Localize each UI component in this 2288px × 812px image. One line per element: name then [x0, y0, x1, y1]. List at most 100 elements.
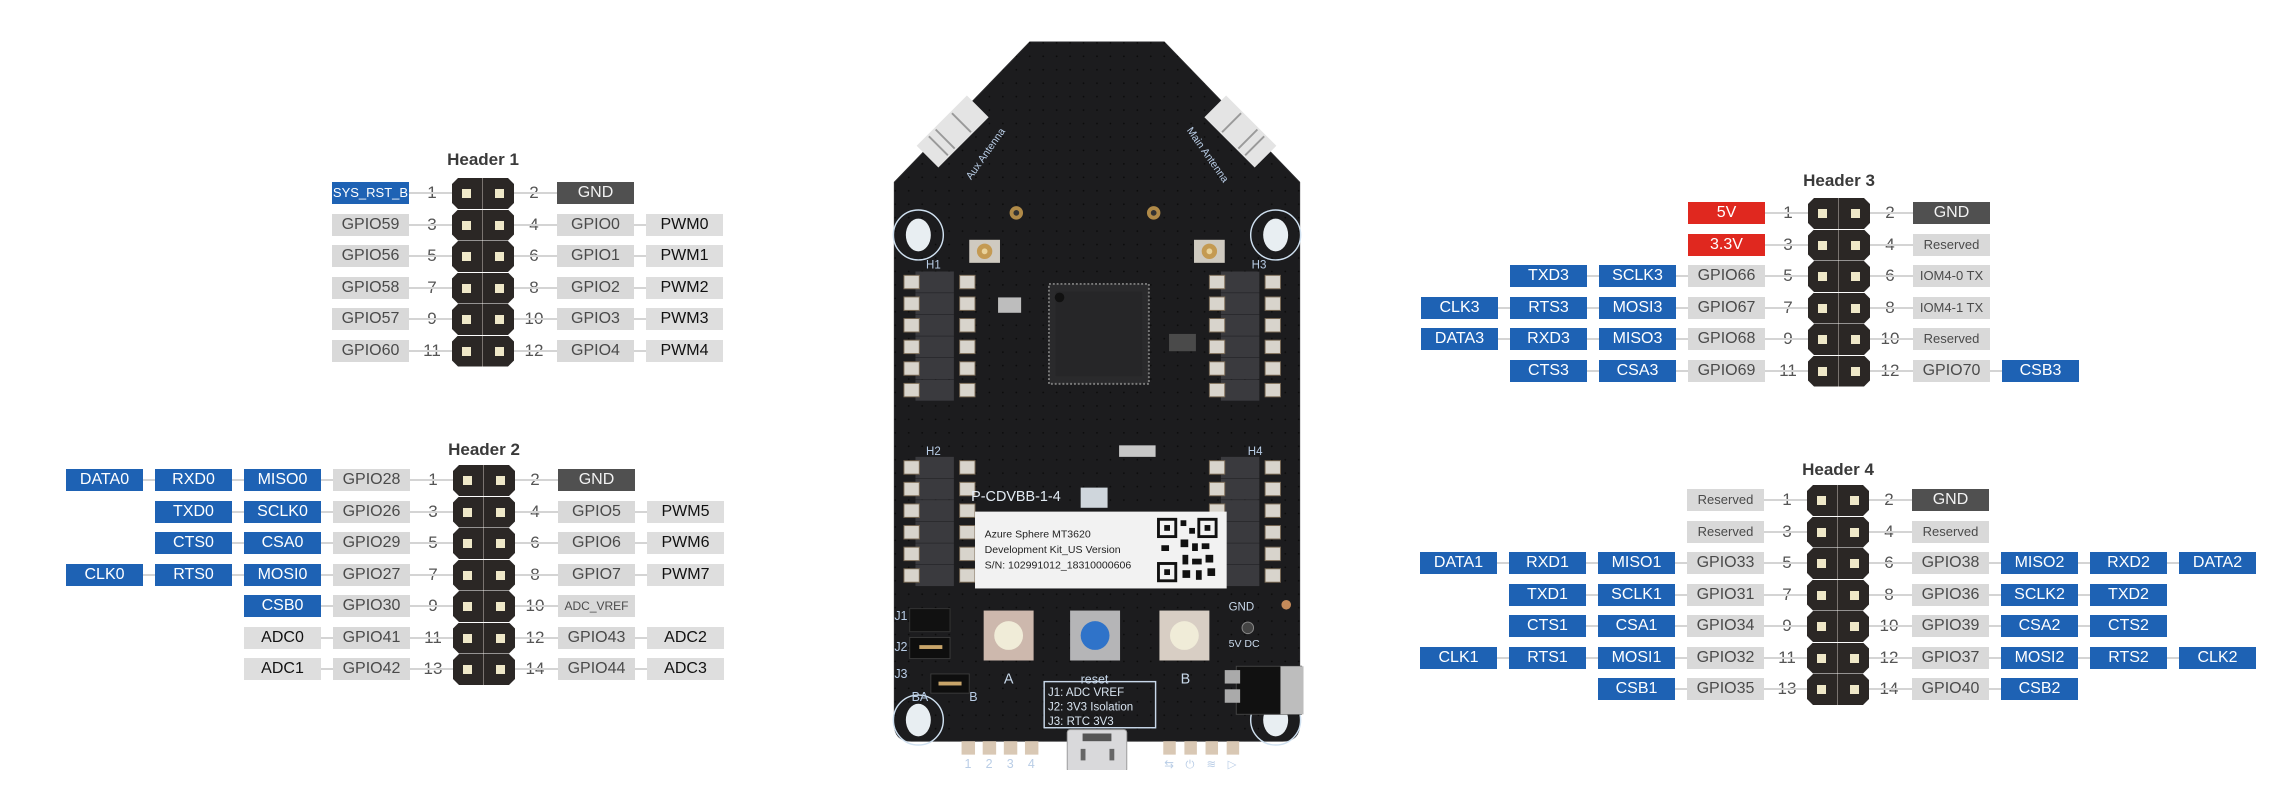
leader-line [1989, 625, 2001, 627]
leader-line [321, 542, 333, 544]
header-pin-pair [1808, 324, 1870, 355]
leader-line [1764, 275, 1808, 277]
pin-function-label: GPIO68 [1688, 328, 1765, 350]
pin-function-label: GPIO60 [332, 339, 409, 362]
board-header-pin [903, 546, 920, 562]
pin-pad [1851, 209, 1860, 218]
pin-function-label: Reserved [1687, 489, 1764, 511]
board-header-pin [959, 318, 976, 333]
leader-line [1498, 338, 1510, 340]
ufl-connector [1194, 239, 1225, 263]
board-header-housing [1220, 357, 1260, 380]
pin-function-label: TXD2 [2090, 583, 2167, 606]
leader-line [1586, 656, 1598, 659]
gnd-test-point [1241, 621, 1255, 635]
pin-function-label: MISO2 [2001, 552, 2078, 574]
header-pin-pair [1808, 292, 1870, 324]
leader-line [1763, 656, 1807, 659]
board-header-pin [959, 568, 976, 583]
leader-line [1763, 562, 1807, 564]
leader-line [409, 479, 453, 481]
pin-function-label: Reserved [1913, 233, 1990, 256]
pin-pad [495, 252, 504, 261]
board-header-housing [915, 314, 954, 336]
pin-function-label: ADC3 [647, 658, 724, 680]
board-header-pin [903, 382, 920, 398]
inductor [1169, 333, 1196, 352]
board-header-pin [959, 296, 976, 311]
board-header-housing [1220, 379, 1260, 401]
leader-line [1675, 562, 1687, 564]
header-pin-pair [1808, 229, 1870, 261]
board-header-pin [903, 481, 920, 497]
leader-line [321, 605, 333, 607]
leader-line [635, 668, 647, 670]
leader-line [1764, 369, 1808, 372]
usb-connector[interactable] [1066, 729, 1128, 770]
jumper-j1[interactable] [909, 608, 951, 633]
dc-power-jack[interactable] [1224, 665, 1304, 715]
pin-function-label: GPIO57 [332, 308, 409, 330]
pin-pad [1818, 240, 1827, 250]
pin-pad [1850, 685, 1859, 694]
board-header-pin [1208, 296, 1226, 311]
leader-line [634, 255, 646, 257]
pin-function-label: ADC0 [244, 626, 321, 649]
board-header-housing [915, 521, 954, 543]
pin-function-label: CLK2 [2179, 646, 2256, 669]
pin-function-label: GND [1912, 489, 1989, 511]
user-led-label: 2 [986, 757, 993, 770]
main-antenna [1204, 95, 1277, 168]
jumper-label-j1: J1 [894, 609, 907, 623]
pin-pad [462, 346, 471, 356]
pin-pad [462, 220, 471, 230]
header-title: Header 3 [1803, 171, 1875, 190]
pin-function-label: PWM6 [647, 532, 724, 554]
button-a-label: A [1004, 672, 1014, 688]
jumper-legend-line-1: J1: ADC VREF [1048, 687, 1124, 699]
button-b[interactable] [1159, 610, 1210, 661]
jumper-legend [1043, 680, 1157, 729]
pin-function-label: GPIO1 [557, 245, 634, 267]
pin-function-label: DATA3 [1421, 328, 1498, 350]
pin-function-label: GPIO32 [1687, 646, 1764, 669]
pin-pad [1850, 590, 1859, 600]
leader-line [634, 318, 646, 320]
jumper-label-j2: J2 [894, 640, 907, 654]
pin-pad [496, 633, 505, 643]
leader-line [2167, 656, 2179, 659]
header-pin-pair [452, 335, 514, 367]
board-header-pin [1264, 503, 1281, 518]
leader-line [408, 318, 452, 320]
pin-function-label: GPIO26 [333, 500, 410, 523]
ufl-connector [969, 239, 1000, 263]
leader-line [514, 223, 558, 226]
pin-function-label: CSB0 [244, 595, 321, 617]
board-header-housing [915, 564, 954, 587]
leader-line [1870, 338, 1914, 340]
pin-pad [1850, 559, 1859, 568]
reset-button[interactable] [1070, 610, 1121, 661]
pin-pad [463, 507, 472, 517]
pin-function-label: GPIO33 [1687, 552, 1764, 574]
leader-line [1676, 369, 1688, 372]
board-header-pin [1264, 274, 1281, 290]
header-pin-pair [1807, 642, 1869, 674]
button-a[interactable] [983, 610, 1034, 661]
pin-pad [1817, 685, 1826, 694]
pin-pad [1851, 240, 1860, 250]
leader-line [1586, 625, 1598, 627]
board-header-pin [1264, 546, 1281, 562]
board-header-pin [903, 274, 920, 290]
board-header-pin [903, 361, 920, 376]
board-header-pin [1208, 460, 1226, 475]
pin-function-label: GND [558, 469, 635, 491]
pin-function-label: Reserved [1687, 520, 1764, 543]
leader-line [515, 605, 559, 607]
board-header-housing [1220, 478, 1260, 500]
leader-line [408, 223, 452, 226]
leader-line [515, 573, 559, 576]
leader-line [1675, 625, 1687, 627]
board-header-pin [959, 525, 976, 540]
pin-pad [1851, 366, 1860, 376]
